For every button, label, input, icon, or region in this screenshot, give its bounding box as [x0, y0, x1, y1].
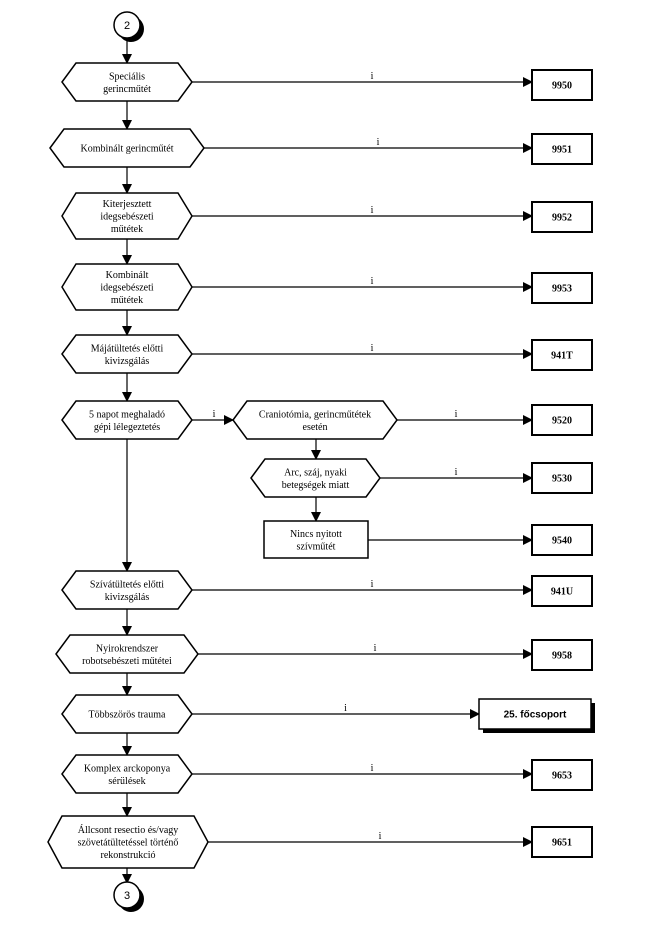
edge-label-i: i	[377, 137, 380, 148]
edge-label-i: i	[455, 467, 458, 478]
decision-d8-text-line: Nyirokrendszer	[96, 643, 159, 654]
decision-d3-text-line: Kiterjesztett	[103, 199, 152, 210]
decision-d4-text-line: Kombinált	[106, 270, 149, 281]
decision-d5-text-line: kivizsgálás	[105, 356, 150, 367]
decision-d10-text-line: sérülések	[108, 776, 145, 787]
outcome-code-o11-line: 25. főcsoport	[504, 710, 567, 721]
connector-end-label: 3	[124, 890, 130, 902]
decision-d1	[61, 62, 193, 102]
decision-d5-text-line: Májátültetés előtti	[91, 343, 164, 354]
outcome-code-o4-line: 9953	[552, 284, 572, 295]
decision-d3-text-line: műtétek	[111, 224, 143, 235]
decision-d7	[61, 570, 193, 610]
decision-s2-text-line: Arc, száj, nyaki	[284, 467, 347, 478]
decision-d3-text-line: idegsebészeti	[100, 212, 154, 223]
outcome-code-o2-line: 9951	[552, 145, 572, 156]
connector-start	[113, 11, 141, 39]
outcome-box-o11	[478, 698, 592, 730]
decision-d4-text-line: műtétek	[111, 295, 143, 306]
decision-d6-text-line: 5 napot meghaladó	[89, 409, 165, 420]
edge-label-i: i	[379, 831, 382, 842]
decision-d2	[49, 128, 205, 168]
decision-d3	[61, 192, 193, 240]
edge-label-i: i	[374, 643, 377, 654]
decision-d8	[55, 634, 199, 674]
outcome-code-o1-line: 9950	[552, 81, 572, 92]
decision-s1	[232, 400, 398, 440]
outcome-code-o6-line: 9520	[552, 416, 572, 427]
outcome-box-o2	[531, 133, 593, 165]
outcome-code-o12-line: 9653	[552, 771, 572, 782]
outcome-code-o10-line: 9958	[552, 651, 572, 662]
decision-s2-text-line: betegségek miatt	[282, 480, 350, 491]
decision-d6-text-line: gépi lélegeztetés	[94, 422, 160, 433]
outcome-box-o3	[531, 201, 593, 233]
decision-s1-text-line: esetén	[303, 422, 328, 433]
process-box-p1-text-line: szívműtét	[297, 541, 336, 552]
decision-d4-text-line: idegsebészeti	[100, 283, 154, 294]
decision-d1-text-line: Speciális	[109, 71, 145, 82]
outcome-box-o13	[531, 826, 593, 858]
process-box-p1	[263, 520, 369, 559]
decision-d11-text-line: szövetátültetéssel történő	[78, 838, 179, 849]
outcome-box-o7	[531, 462, 593, 494]
edge-label-i: i	[371, 205, 374, 216]
connector-end	[113, 881, 141, 909]
outcome-box-o8	[531, 524, 593, 556]
edge-label-i: i	[371, 276, 374, 287]
decision-d9	[61, 694, 193, 734]
decision-d7-text-line: Szívátültetés előtti	[90, 579, 164, 590]
outcome-code-o3-line: 9952	[552, 213, 572, 224]
outcome-box-o9	[531, 575, 593, 607]
decision-s2	[250, 458, 381, 498]
outcome-box-o1	[531, 69, 593, 101]
edge-label-i: i	[371, 71, 374, 82]
edge-label-i: i	[371, 343, 374, 354]
decision-d1-text-line: gerincműtét	[103, 84, 151, 95]
edge-label-i: i	[371, 579, 374, 590]
outcome-code-o5-line: 941T	[551, 351, 573, 362]
decision-d9-text-line: Többszörös trauma	[89, 710, 166, 721]
outcome-box-o4	[531, 272, 593, 304]
decision-d10	[61, 754, 193, 794]
outcome-code-o7-line: 9530	[552, 474, 572, 485]
decision-s1-text-line: Craniotómia, gerincműtétek	[259, 409, 371, 420]
decision-d7-text-line: kivizsgálás	[105, 592, 150, 603]
outcome-code-o8-line: 9540	[552, 536, 572, 547]
outcome-box-o12	[531, 759, 593, 791]
decision-d11-text-line: rekonstrukció	[101, 850, 156, 861]
decision-d4	[61, 263, 193, 311]
decision-d2-text-line: Kombinált gerincműtét	[80, 144, 173, 155]
connector-start-label: 2	[124, 20, 130, 32]
decision-d10-text-line: Komplex arckoponya	[84, 763, 171, 774]
decision-d11-text-line: Állcsont resectio és/vagy	[78, 824, 179, 836]
decision-d6	[61, 400, 193, 440]
edge-label-i: i	[455, 409, 458, 420]
decision-d11	[47, 815, 209, 869]
edge-label-i: i	[344, 703, 347, 714]
outcome-box-o10	[531, 639, 593, 671]
outcome-code-o9-line: 941U	[551, 587, 573, 598]
process-box-p1-text-line: Nincs nyitott	[290, 529, 342, 540]
decision-d8-text-line: robotsebészeti műtétei	[82, 656, 172, 667]
decision-d5	[61, 334, 193, 374]
edge-label-i: i	[371, 763, 374, 774]
outcome-box-o5	[531, 339, 593, 371]
outcome-code-o13-line: 9651	[552, 838, 572, 849]
outcome-box-o6	[531, 404, 593, 436]
edge-label-i: i	[213, 409, 216, 420]
